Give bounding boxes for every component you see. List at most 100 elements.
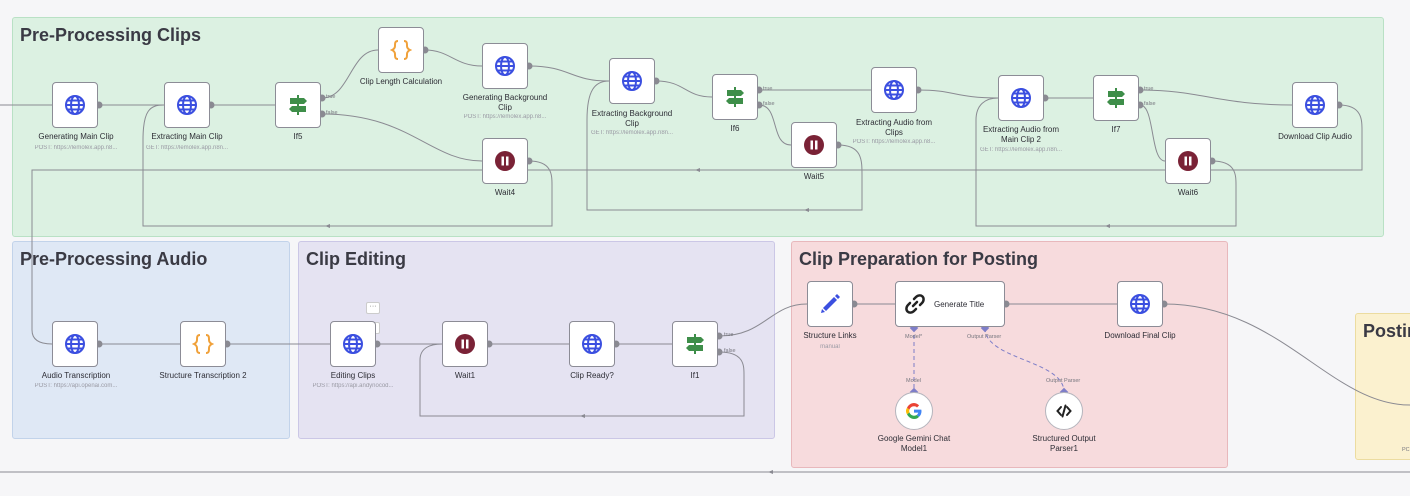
node-if6[interactable]: [712, 74, 758, 120]
node-download-clip-audio[interactable]: [1292, 82, 1338, 128]
node-label: Generating Main Clip: [38, 132, 114, 141]
wire: [718, 303, 808, 337]
node-label: Wait4: [494, 188, 516, 197]
node-clip-ready[interactable]: [569, 321, 615, 367]
pause-icon: [455, 334, 475, 354]
node-more-button[interactable]: ···: [366, 302, 380, 314]
node-structured-output-parser[interactable]: [1045, 392, 1083, 430]
globe-icon: [65, 95, 85, 115]
google-g-icon: [906, 403, 922, 419]
node-audio-transcription[interactable]: [52, 321, 98, 367]
node-label: Clip Length Calculation: [359, 77, 443, 86]
group-pre-processing-clips[interactable]: Pre-Processing Clips: [12, 17, 1384, 237]
wire: [655, 80, 713, 98]
node-extracting-audio-main-clip-2[interactable]: [998, 75, 1044, 121]
node-subtitle: POST: https://lemolex.app.n8...: [34, 145, 118, 151]
braces-icon: [390, 40, 412, 60]
port-label-true: true: [763, 86, 773, 92]
node-subtitle: POST: https://api.openai.com...: [34, 383, 118, 389]
pause-icon: [804, 135, 824, 155]
node-label: If1: [690, 371, 700, 380]
wire: [1163, 303, 1410, 406]
arrow: [580, 414, 585, 418]
arrow: [804, 208, 809, 212]
node-label: Structure Links: [803, 331, 857, 340]
code-tag-icon: [1056, 404, 1072, 418]
node-subtitle: POST: https://api.andynocod...: [312, 383, 394, 389]
node-label: Structure Transcription 2: [159, 371, 247, 380]
node-google-gemini[interactable]: [895, 392, 933, 430]
group-posting[interactable]: Postin PC: [1355, 313, 1410, 460]
node-extracting-main-clip[interactable]: [164, 82, 210, 128]
link-icon: [905, 294, 925, 314]
node-label: Download Final Clip: [1104, 331, 1176, 340]
globe-icon: [1305, 95, 1325, 115]
node-if7[interactable]: [1093, 75, 1139, 121]
globe-icon: [582, 334, 602, 354]
port-label-false: false: [1144, 101, 1156, 107]
port-label-true: true: [724, 332, 734, 338]
signpost-icon: [726, 87, 744, 107]
node-label: Wait1: [454, 371, 476, 380]
node-wait4[interactable]: [482, 138, 528, 184]
group-title: Clip Preparation for Posting: [799, 249, 1039, 269]
globe-icon: [1130, 294, 1150, 314]
port-label-true: true: [326, 94, 336, 100]
port-label-true: true: [1144, 86, 1154, 92]
node-generating-main-clip[interactable]: [52, 82, 98, 128]
node-wait6[interactable]: [1165, 138, 1211, 184]
port-label-output-parser-in: Output Parser: [1046, 378, 1081, 384]
globe-icon: [884, 80, 904, 100]
port-label-model: Model*: [905, 334, 923, 340]
port-label-false: false: [326, 110, 338, 116]
port-label-output-parser: Output Parser: [967, 334, 1002, 340]
pause-icon: [1178, 151, 1198, 171]
group-clip-preparation[interactable]: Clip Preparation for Posting: [791, 241, 1228, 468]
sub-wire: [984, 327, 1065, 393]
globe-icon: [622, 71, 642, 91]
globe-icon: [177, 95, 197, 115]
port-label-false: false: [724, 348, 736, 354]
node-label: Extracting Audio from Clips: [855, 118, 933, 137]
node-label: Extracting Background Clip: [591, 109, 673, 128]
node-label: If5: [293, 132, 303, 141]
node-label: If6: [730, 124, 740, 133]
node-extracting-audio-from-clips[interactable]: [871, 67, 917, 113]
signpost-icon: [1107, 88, 1125, 108]
node-if5[interactable]: [275, 82, 321, 128]
node-clip-length-calculation[interactable]: [378, 27, 424, 73]
node-structure-links[interactable]: [807, 281, 853, 327]
node-structure-transcription-2[interactable]: [180, 321, 226, 367]
globe-icon: [343, 334, 363, 354]
node-if1[interactable]: [672, 321, 718, 367]
node-label: Extracting Main Clip: [151, 132, 223, 141]
node-label: Generating Background Clip: [462, 93, 548, 112]
node-download-final-clip[interactable]: [1117, 281, 1163, 327]
arrow: [325, 224, 330, 228]
group-title: Postin: [1363, 321, 1410, 341]
group-title: Pre-Processing Audio: [20, 249, 208, 269]
node-label: Generate Title: [934, 299, 985, 309]
braces-icon: [192, 334, 214, 354]
node-subtitle: GET: https://lemolex.app.n8n...: [979, 147, 1063, 153]
node-generate-title[interactable]: Generate Title: [895, 281, 1005, 327]
arrow: [695, 168, 700, 172]
node-wait1[interactable]: [442, 321, 488, 367]
node-extracting-background-clip[interactable]: [609, 58, 655, 104]
node-editing-clips[interactable]: [330, 321, 376, 367]
arrow: [1105, 224, 1110, 228]
arrow: [768, 470, 773, 474]
node-label: Structured Output Parser1: [1032, 434, 1096, 453]
wire: [142, 104, 553, 227]
signpost-icon: [686, 334, 704, 354]
wire: [758, 104, 792, 146]
pencil-icon: [821, 294, 840, 313]
node-label: Wait5: [803, 172, 825, 181]
node-label: Google Gemini Chat Model1: [877, 434, 951, 453]
node-generating-background-clip[interactable]: [482, 43, 528, 89]
port-label-model-in: Model: [906, 378, 921, 384]
node-wait5[interactable]: [791, 122, 837, 168]
node-label: If7: [1111, 125, 1121, 134]
